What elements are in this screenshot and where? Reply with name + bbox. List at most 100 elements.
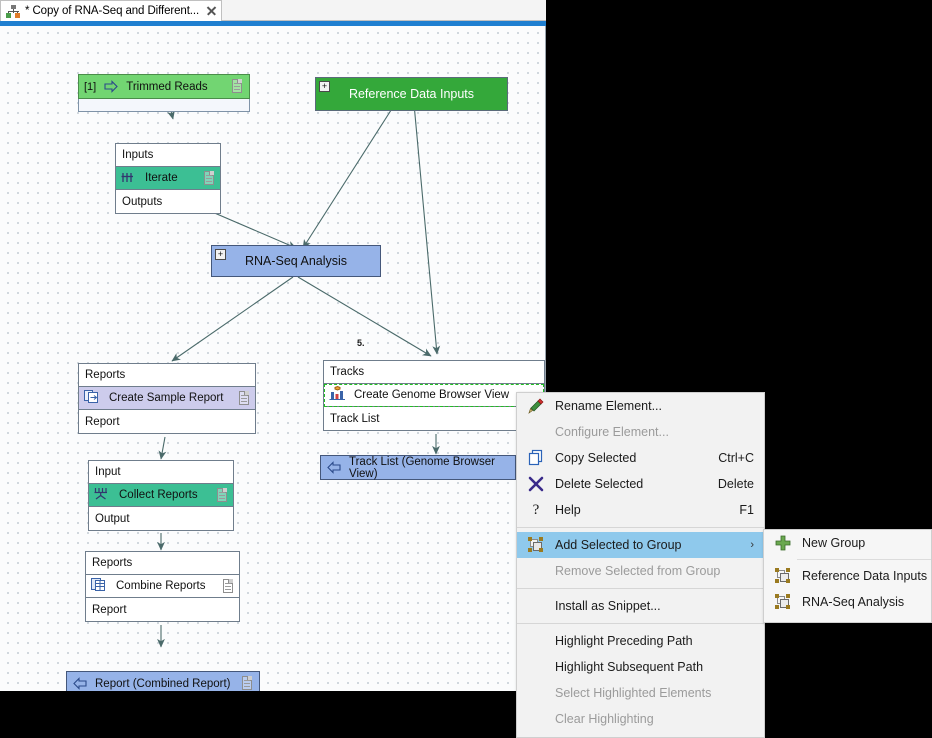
add-to-group-submenu[interactable]: New Group Reference Data Inputs xyxy=(763,529,932,623)
group-icon xyxy=(774,567,792,585)
collect-reports-body[interactable]: Collect Reports xyxy=(89,484,233,507)
submenu-item-reference-data-inputs[interactable]: Reference Data Inputs xyxy=(764,563,931,589)
workflow-connections xyxy=(157,81,441,648)
iterate-label: Iterate xyxy=(145,172,178,184)
node-create-genome-browser-view[interactable]: Tracks Create Genome Browser View Track … xyxy=(323,360,545,431)
context-menu[interactable]: Rename Element... Configure Element... C… xyxy=(516,392,765,738)
menu-item-copy-selected[interactable]: Copy Selected Ctrl+C xyxy=(517,445,764,471)
workflow-canvas[interactable]: 5. [1] Trimmed Reads + Reference Data In… xyxy=(0,26,546,691)
output-arrow-icon xyxy=(72,677,88,690)
node-create-sample-report[interactable]: Reports Create Sample Report Report xyxy=(78,363,256,434)
create-sample-report-output-port[interactable]: Report xyxy=(79,410,255,433)
menu-item-install-as-snippet[interactable]: Install as Snippet... xyxy=(517,593,764,619)
trimmed-reads-index: [1] xyxy=(84,80,97,93)
tab-title: * Copy of RNA-Seq and Different... xyxy=(25,5,200,17)
menu-item-label: Rename Element... xyxy=(555,399,662,413)
menu-item-help[interactable]: ? Help F1 xyxy=(517,497,764,523)
chevron-right-icon: › xyxy=(750,539,754,551)
submenu-separator xyxy=(797,559,931,560)
trimmed-reads-label: Trimmed Reads xyxy=(126,80,208,93)
menu-item-accel: Delete xyxy=(717,477,754,491)
node-trimmed-reads[interactable]: [1] Trimmed Reads xyxy=(78,74,250,112)
expand-icon[interactable]: + xyxy=(215,249,226,260)
collect-reports-input-port[interactable]: Input xyxy=(89,461,233,484)
iterate-body[interactable]: Iterate xyxy=(116,167,220,190)
menu-item-label: Select Highlighted Elements xyxy=(555,686,712,700)
tab-workflow[interactable]: * Copy of RNA-Seq and Different... xyxy=(0,0,222,21)
group-reference-data-inputs[interactable]: + Reference Data Inputs xyxy=(315,77,508,111)
node-report-output[interactable]: Report (Combined Report) xyxy=(66,671,260,691)
menu-item-label: Add Selected to Group xyxy=(555,538,682,552)
menu-item-clear-highlighting: Clear Highlighting xyxy=(517,706,764,732)
collect-reports-output-port[interactable]: Output xyxy=(89,507,233,530)
submenu-item-label: New Group xyxy=(802,536,866,550)
combine-reports-body[interactable]: Combine Reports xyxy=(86,575,239,598)
node-iterate[interactable]: Inputs Iterate Outputs xyxy=(115,143,221,214)
collect-reports-label: Collect Reports xyxy=(119,489,198,501)
tab-accent-strip xyxy=(0,21,546,26)
group-icon xyxy=(527,536,545,554)
combine-reports-output-port[interactable]: Report xyxy=(86,598,239,621)
menu-item-label: Remove Selected from Group xyxy=(555,564,721,578)
copy-icon xyxy=(527,449,545,467)
submenu-item-rna-seq-analysis[interactable]: RNA-Seq Analysis xyxy=(764,589,931,615)
create-sample-report-input-port[interactable]: Reports xyxy=(79,364,255,387)
genome-browser-input-port[interactable]: Tracks xyxy=(324,361,544,384)
menu-item-label: Clear Highlighting xyxy=(555,712,654,726)
submenu-item-label: Reference Data Inputs xyxy=(802,569,928,583)
node-combine-reports[interactable]: Reports Combine Reports Report xyxy=(85,551,240,622)
trimmed-reads-header[interactable]: [1] Trimmed Reads xyxy=(78,74,250,99)
workflow-icon xyxy=(6,4,21,18)
document-icon xyxy=(203,170,216,186)
input-arrow-icon xyxy=(103,80,119,93)
menu-item-label: Install as Snippet... xyxy=(555,599,661,613)
document-icon xyxy=(238,390,251,406)
trimmed-reads-footer xyxy=(78,99,250,112)
collect-reports-icon xyxy=(94,486,111,504)
menu-separator xyxy=(517,527,764,528)
iterate-icon xyxy=(121,170,137,187)
document-icon xyxy=(241,676,254,691)
menu-item-add-selected-to-group[interactable]: Add Selected to Group › xyxy=(517,532,764,558)
iterate-input-port[interactable]: Inputs xyxy=(116,144,220,167)
help-question-icon: ? xyxy=(532,502,540,518)
tab-bar: * Copy of RNA-Seq and Different... xyxy=(0,0,546,22)
wire-label-5: 5. xyxy=(357,338,365,348)
menu-item-label: Copy Selected xyxy=(555,451,637,465)
menu-separator xyxy=(517,623,764,624)
close-icon[interactable] xyxy=(205,5,217,17)
menu-item-delete-selected[interactable]: Delete Selected Delete xyxy=(517,471,764,497)
genome-browser-body[interactable]: Create Genome Browser View xyxy=(324,384,544,407)
document-icon xyxy=(231,79,244,94)
menu-item-label: Configure Element... xyxy=(555,425,669,439)
menu-item-highlight-subsequent-path[interactable]: Highlight Subsequent Path xyxy=(517,654,764,680)
menu-item-label: Highlight Preceding Path xyxy=(555,634,693,648)
genome-browser-icon xyxy=(329,385,346,404)
output-arrow-icon xyxy=(326,461,342,474)
combine-reports-input-port[interactable]: Reports xyxy=(86,552,239,575)
create-report-icon xyxy=(84,389,101,407)
combine-reports-label: Combine Reports xyxy=(116,580,206,592)
group-rna-seq-analysis[interactable]: + RNA-Seq Analysis xyxy=(211,245,381,277)
menu-item-rename-element[interactable]: Rename Element... xyxy=(517,393,764,419)
track-list-output-label: Track List (Genome Browser View) xyxy=(349,455,495,480)
menu-item-select-highlighted-elements: Select Highlighted Elements xyxy=(517,680,764,706)
report-output-label: Report (Combined Report) xyxy=(95,677,231,690)
document-icon xyxy=(216,487,229,503)
group-rna-seq-analysis-label: RNA-Seq Analysis xyxy=(244,254,348,268)
menu-item-label: Help xyxy=(555,503,581,517)
submenu-item-new-group[interactable]: New Group xyxy=(764,530,931,556)
iterate-output-port[interactable]: Outputs xyxy=(116,190,220,213)
expand-icon[interactable]: + xyxy=(319,81,330,92)
create-sample-report-label: Create Sample Report xyxy=(109,392,224,404)
genome-browser-label: Create Genome Browser View xyxy=(354,389,510,401)
group-icon xyxy=(774,593,792,611)
plus-icon xyxy=(774,534,792,552)
genome-browser-output-port[interactable]: Track List xyxy=(324,407,544,430)
menu-item-highlight-preceding-path[interactable]: Highlight Preceding Path xyxy=(517,628,764,654)
node-collect-reports[interactable]: Input Collect Reports Output xyxy=(88,460,234,531)
node-track-list-output[interactable]: Track List (Genome Browser View) xyxy=(320,455,516,480)
create-sample-report-body[interactable]: Create Sample Report xyxy=(79,387,255,410)
submenu-item-label: RNA-Seq Analysis xyxy=(802,595,905,609)
